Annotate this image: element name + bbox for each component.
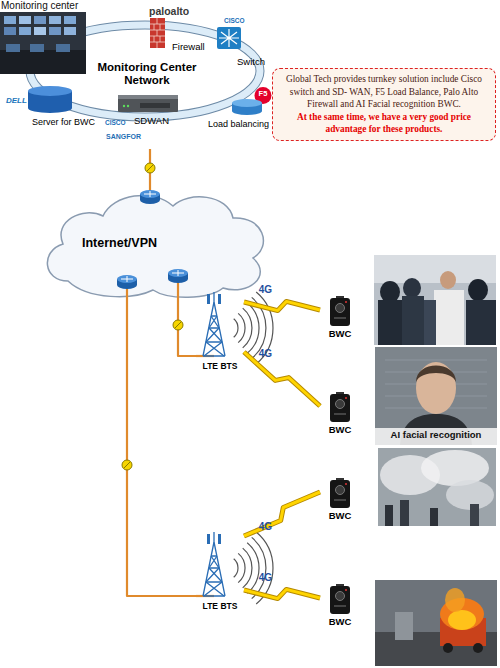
camera-label: BWC [320, 329, 360, 340]
cloud-outline [47, 195, 263, 297]
connector-line [244, 352, 320, 406]
wireless-link [244, 352, 320, 406]
ring-outline [30, 25, 260, 117]
station-label: LTE BTS [190, 362, 250, 372]
server-icon [28, 86, 72, 113]
connector-line [244, 301, 320, 310]
control-room-photo [0, 12, 86, 74]
load-balancer-icon [232, 99, 262, 115]
radio-waves [234, 292, 273, 604]
sdwan-device: CISCO SDWAN SANGFOR [105, 91, 195, 149]
bolt-outline [244, 589, 320, 598]
brand-name: CISCO [105, 119, 126, 126]
station-label: LTE BTS [190, 602, 250, 612]
bolt-outline [244, 301, 320, 310]
connector-line [244, 492, 320, 536]
sdwan-appliance [118, 95, 178, 112]
wireless-link [244, 301, 320, 310]
router-icon [117, 190, 188, 289]
connector-line [178, 300, 196, 356]
camera-icon [330, 296, 350, 614]
device-label: Load balancing [208, 119, 269, 129]
network-ring: Monitoring Center Network paloaltoFirewal… [5, 5, 270, 150]
network-cable [178, 300, 196, 356]
network-title: Monitoring Center Network [82, 61, 212, 87]
link-label: 4G [259, 348, 272, 359]
lte-base-station: LTE BTS [196, 292, 244, 376]
note-highlight: At the same time, we have a very good pr… [277, 111, 491, 136]
wireless-link [244, 492, 320, 536]
connector-line [244, 589, 320, 598]
wireless-link [244, 589, 320, 598]
tower-icon [203, 292, 225, 596]
lte-base-station: LTE BTS [196, 532, 244, 616]
bolt-outline [244, 492, 320, 536]
body-worn-camera: BWC [320, 478, 360, 524]
brand-name: DELL [6, 96, 27, 105]
fire-photo [375, 580, 497, 666]
brand-logo-text: F5 [255, 90, 271, 99]
face-photo [375, 347, 497, 445]
photo-caption: Monitoring center [1, 0, 78, 12]
facial-recognition-photo: AI facial recognition [375, 347, 497, 445]
connector-line [149, 149, 151, 186]
riot-photo [374, 255, 496, 345]
ring-fill [30, 25, 260, 117]
connector-line [127, 300, 196, 596]
body-worn-camera: BWC [320, 584, 360, 630]
smoke-photo [378, 448, 496, 526]
load-balancer-device: F5Load balancing [200, 85, 278, 137]
internet-cloud: Internet/VPN [38, 186, 273, 300]
wire [127, 186, 214, 596]
body-worn-camera: BWC [320, 392, 360, 438]
network-cable [127, 300, 196, 596]
ferrite-bead [122, 163, 183, 470]
device-label: Firewall [172, 42, 205, 53]
body-worn-camera: BWC [320, 296, 360, 342]
link-label: 4G [259, 572, 272, 583]
link-label: 4G [259, 521, 272, 532]
network-cable [150, 149, 151, 186]
note-box: Global Tech provides turnkey solution in… [272, 68, 496, 141]
photo-caption: AI facial recognition [375, 430, 497, 441]
cloud-label: Internet/VPN [82, 236, 157, 250]
brand-name: paloalto [149, 5, 189, 17]
device-label: Switch [237, 57, 265, 68]
server-device: DELL Server for BWC [5, 87, 105, 135]
device-label: SDWAN [134, 116, 169, 127]
firewall-device: paloaltoFirewall [145, 5, 207, 57]
link-label: 4G [259, 284, 272, 295]
switch-device: CISCO Switch [210, 17, 272, 72]
firewall-icon [150, 18, 165, 48]
device-label: Server for BWC [32, 117, 95, 127]
brand-name: SANGFOR [106, 133, 141, 141]
note-text: Global Tech provides turnkey solution in… [277, 73, 491, 111]
bolt-outline [244, 352, 320, 406]
camera-label: BWC [320, 425, 360, 436]
camera-label: BWC [320, 617, 360, 628]
f5-logo [255, 87, 272, 104]
brand-name: CISCO [224, 17, 245, 24]
switch-icon [217, 27, 241, 49]
camera-label: BWC [320, 511, 360, 522]
